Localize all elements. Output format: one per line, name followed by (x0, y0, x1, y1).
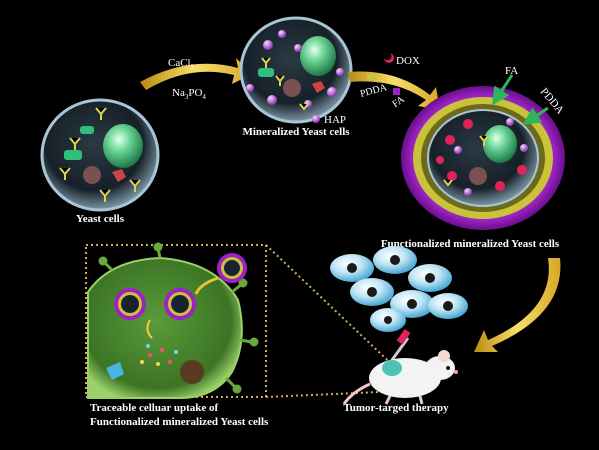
pdda-square-icon (367, 74, 375, 80)
fa-label: FA (505, 65, 518, 77)
mineralized-yeast-cell-icon (239, 16, 353, 124)
host-cell-icon (87, 242, 259, 399)
inset-connector-bottom (265, 391, 381, 398)
dox-label: DOX (396, 55, 420, 67)
cacl2-label: CaCl2 (168, 57, 195, 71)
fa-label-small: FA (390, 94, 407, 110)
pdda-label-small: PDDA (359, 82, 389, 100)
functionalized-yeast-cell-icon (401, 86, 565, 230)
mouse-icon (342, 350, 458, 405)
mineralized-label: Mineralized Yeast cells (242, 126, 350, 138)
functionalized-label: Functionalized mineralized Yeast cells (381, 238, 560, 250)
process-arrow-2 (348, 71, 440, 110)
outside-particle-icon (217, 253, 247, 283)
fa-pointer-arrow (492, 74, 514, 106)
syringe-icon (390, 328, 411, 361)
yeast-cells-label: Yeast cells (76, 213, 125, 225)
fa-square-icon (393, 88, 400, 95)
dox-crescent-icon (384, 53, 394, 63)
hap-label: HAP (324, 114, 346, 126)
uptake-arrow (194, 276, 219, 295)
tumor-cluster-icon (330, 246, 468, 332)
process-arrow-1 (140, 58, 252, 90)
uptake-label-line2: Functionalized mineralized Yeast cells (90, 416, 269, 428)
pdda-pointer-arrow (522, 106, 549, 125)
hap-sphere-icon (312, 115, 320, 123)
therapy-label: Tumor-targed therapy (343, 402, 449, 414)
process-arrow-3 (474, 258, 561, 352)
uptake-label-line1: Traceable celluar uptake of (90, 402, 219, 414)
inset-connector-top (265, 244, 401, 373)
yeast-cell-icon (40, 98, 160, 212)
na3po4-label: Na3PO4 (172, 87, 206, 101)
